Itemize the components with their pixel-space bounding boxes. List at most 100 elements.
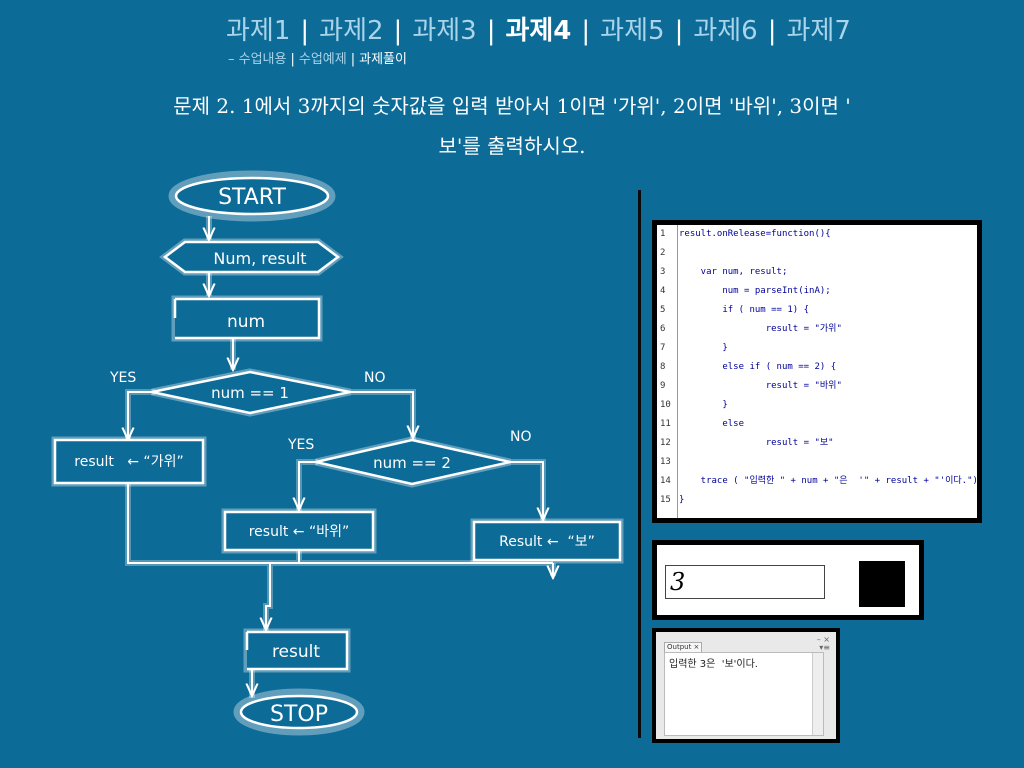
connector-merge-output (266, 563, 270, 630)
flow-assign-1-label: result ← “가위” (74, 454, 183, 470)
code-line: 7 } (657, 339, 977, 358)
code-line: 15} (657, 491, 977, 510)
flow-decision-1: num == 1 (151, 368, 351, 417)
run-button[interactable] (859, 561, 905, 607)
problem-line-2: 보'를 출력하시오. (438, 134, 586, 158)
code-line-number: 8 (660, 362, 666, 372)
code-line: 4 num = parseInt(inA); (657, 282, 977, 301)
connector-decision2-no (510, 461, 543, 520)
code-line: 2 (657, 244, 977, 263)
code-line-number: 10 (660, 400, 671, 410)
tab-assignment-7[interactable]: 과제7 (786, 16, 851, 46)
code-line: 10 } (657, 396, 977, 415)
code-line-number: 4 (660, 286, 666, 296)
flow-decision-1-no-label: NO (364, 370, 386, 386)
code-line-number: 5 (660, 305, 666, 315)
subnav-solution[interactable]: 과제풀이 (359, 52, 407, 67)
code-line-number: 6 (660, 324, 666, 334)
code-line: 13 (657, 453, 977, 472)
code-line-text: } (679, 495, 685, 505)
flow-output: result (243, 628, 351, 673)
code-line-number: 14 (660, 476, 671, 486)
flow-declare-label: Num, result (213, 249, 306, 268)
flowchart: START Num, result num num == 1 YES NO re… (51, 170, 624, 736)
code-line-text: num = parseInt(inA); (679, 286, 831, 296)
code-line: 5 if ( num == 1) { (657, 301, 977, 320)
flow-assign-3: Result ← “보” (470, 518, 624, 564)
flow-stop: STOP (233, 688, 365, 736)
code-line: 9 result = "바위" (657, 377, 977, 396)
tab-separator: | (581, 16, 591, 46)
code-line-number: 9 (660, 381, 666, 391)
tab-assignment-4[interactable]: 과제4 (505, 16, 572, 46)
tab-assignment-6[interactable]: 과제6 (693, 16, 758, 46)
code-line: 8 else if ( num == 2) { (657, 358, 977, 377)
flow-stop-label: STOP (270, 702, 328, 727)
tab-separator: | (767, 16, 777, 46)
code-line-number: 1 (660, 229, 666, 239)
flow-decision-1-yes-label: YES (109, 370, 136, 386)
code-line-number: 11 (660, 419, 671, 429)
tab-separator: | (674, 16, 684, 46)
tab-assignment-5[interactable]: 과제5 (600, 16, 665, 46)
code-line-text: else (679, 419, 745, 429)
code-line-number: 12 (660, 438, 671, 448)
tab-assignment-3[interactable]: 과제3 (412, 16, 477, 46)
output-panel: Output × – × ▾≡ 입력한 3은 '보'이다. (652, 628, 840, 743)
flow-decision-2-no-label: NO (510, 429, 532, 445)
flow-assign-2: result ← “바위” (221, 508, 377, 554)
code-line-text: var num, result; (679, 267, 788, 277)
tab-assignment-2[interactable]: 과제2 (319, 16, 384, 46)
flow-decision-2-yes-label: YES (287, 437, 314, 453)
subnav-separator: | (290, 52, 295, 67)
tab-separator: | (393, 16, 403, 46)
tab-assignment-1[interactable]: 과제1 (226, 16, 291, 46)
flow-input-label: num (227, 312, 265, 332)
flow-assign-3-label: Result ← “보” (499, 534, 595, 550)
code-line: 6 result = "가위" (657, 320, 977, 339)
output-window: Output × – × ▾≡ 입력한 3은 '보'이다. (656, 632, 836, 739)
connectors (128, 216, 553, 696)
code-line-text: result = "가위" (679, 324, 842, 334)
problem-statement: 문제 2. 1에서 3까지의 숫자값을 입력 받아서 1이면 '가위', 2이면… (40, 86, 984, 166)
flow-start-label: START (218, 185, 286, 210)
output-text-area: 입력한 3은 '보'이다. (664, 652, 824, 736)
problem-line-1: 문제 2. 1에서 3까지의 숫자값을 입력 받아서 1이면 '가위', 2이면… (173, 94, 851, 118)
flow-assign-1: result ← “가위” (51, 436, 207, 487)
code-line: 3 var num, result; (657, 263, 977, 282)
subnav-separator: | (350, 52, 356, 67)
code-line: 11 else (657, 415, 977, 434)
code-line-number: 13 (660, 457, 671, 467)
assignment-tabs: 과제1 | 과제2 | 과제3 | 과제4 | 과제5 | 과제6 | 과제7 (226, 10, 1016, 47)
output-window-controls[interactable]: – × ▾≡ (816, 635, 830, 652)
tab-separator: | (486, 16, 496, 46)
number-input[interactable]: 3 (665, 565, 825, 599)
connector-decision2-yes (299, 461, 318, 510)
flow-declare: Num, result (159, 238, 344, 276)
code-line-text: result = "보" (679, 438, 834, 448)
code-gutter (677, 225, 678, 518)
code-line-text: if ( num == 1) { (679, 305, 810, 315)
code-line-number: 7 (660, 343, 666, 353)
code-line-text: } (679, 400, 728, 410)
flow-decision-2-label: num == 2 (373, 454, 451, 472)
code-line-text: } (679, 343, 728, 353)
flow-decision-2: num == 2 (315, 436, 511, 488)
swf-stage: 3 (657, 545, 919, 615)
output-text: 입력한 3은 '보'이다. (669, 659, 758, 670)
sub-navigation: – 수업내용|수업예제|과제풀이 (228, 48, 407, 67)
output-scrollbar[interactable] (812, 653, 823, 735)
code-line-text: result = "바위" (679, 381, 842, 391)
code-line: 14 trace ( "입력한 " + num + "은 '" + result… (657, 472, 977, 491)
subnav-class-example[interactable]: 수업예제 (298, 52, 347, 67)
tab-separator: | (300, 16, 310, 46)
divider (638, 190, 641, 738)
connector-decision1-yes (128, 391, 155, 440)
flow-output-label: result (272, 642, 320, 662)
code-line-text: trace ( "입력한 " + num + "은 '" + result + … (679, 476, 977, 486)
code-line-text: else if ( num == 2) { (679, 362, 837, 372)
code-line: 12 result = "보" (657, 434, 977, 453)
subnav-class-content[interactable]: 수업내용 (238, 52, 287, 67)
